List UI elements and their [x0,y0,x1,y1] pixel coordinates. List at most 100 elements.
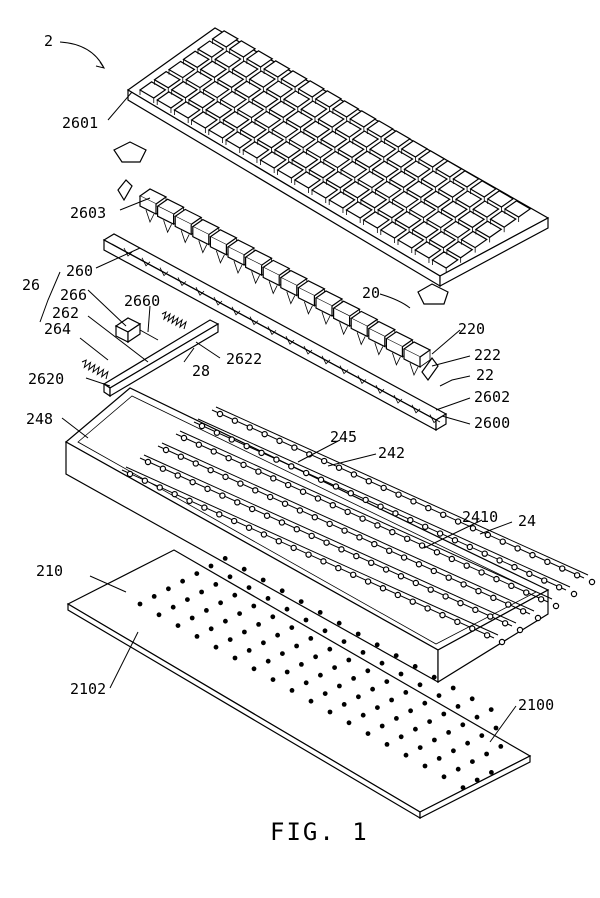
plate-dot [336,620,342,626]
keycap [216,70,245,89]
rail-bead [347,490,354,497]
rail-bead [210,448,217,455]
keycap [328,191,356,209]
rail-bead [231,417,239,424]
plate-dot [237,611,243,616]
rail-bead [180,434,188,442]
keycap [167,60,196,79]
plate-dot [189,615,195,621]
plate-dot [341,702,347,707]
plate-dot [175,623,181,628]
rail-bead [368,559,375,567]
plate-dot [199,589,205,595]
plate-dot [327,709,333,715]
keycap [437,180,466,198]
plate-dot [241,566,247,572]
rail-bead [270,475,277,482]
rail-bead [371,540,378,548]
plate-dot [156,612,162,618]
rail-bead [379,585,387,592]
plate-dot [455,704,461,709]
label-2660: 2660 [124,292,160,310]
rail-bead [248,505,256,513]
keycap [489,210,517,228]
plate-dot [279,588,285,594]
keycap [414,241,442,259]
plate-dot [484,751,489,757]
rail-bead [404,535,411,543]
keycap [359,190,388,209]
rail-bead [386,547,393,555]
plate-dot [289,688,295,693]
plate-dot [403,690,409,695]
rail-bead [314,495,322,502]
label-210: 210 [36,562,63,580]
plate-dot [280,651,285,656]
keycap [268,100,296,119]
plate-dot [365,731,371,736]
label-2102: 2102 [70,680,106,698]
keycap [331,100,360,118]
label-2602: 2602 [474,388,510,406]
label-24: 24 [518,512,536,530]
plate-dot [417,682,423,688]
plate-dot [284,606,290,612]
plate-dot [232,655,238,661]
keycap [452,170,480,188]
plate-dot [166,586,171,592]
plate-dot [322,628,328,634]
rail-bead [466,543,474,551]
plate-dot [360,712,366,718]
rail-bead [335,564,342,572]
base-plate [66,549,532,820]
keycap [503,200,532,218]
rail-bead [570,590,578,598]
keycap [248,70,277,88]
rail-bead [222,473,229,481]
rail-bead [329,502,336,509]
keycap [228,40,257,58]
plate-dot [355,631,361,637]
plate-dot [270,614,276,620]
rail-bead [162,446,170,454]
rail-bead [284,481,292,489]
rail-bead [291,444,298,451]
keycap [204,100,233,119]
plate-dot [204,608,209,613]
plate-dot [488,707,494,712]
keycap [282,90,311,108]
keycap [280,70,308,88]
plate-dot [470,759,475,764]
rail-bead [246,424,253,431]
rail-bead [498,638,506,646]
plate-dot [284,669,290,675]
rail-bead [534,614,542,622]
plate-dot [417,745,423,750]
rail-bead [409,598,416,605]
rail-bead [317,476,325,483]
plate-dot [227,574,233,580]
rail-bead [469,625,476,632]
keycap [207,121,236,139]
rail-bead [472,606,479,614]
label-2600: 2600 [474,414,510,432]
rail-bead [364,578,372,585]
label-264: 264 [44,320,71,338]
rail-bead [323,539,330,546]
plate-dot [213,644,219,650]
keycap [396,231,425,249]
keycap [265,80,294,98]
rail-bead [365,478,372,485]
keycap [345,201,373,219]
plate-dot [403,752,409,758]
keycap [374,180,402,199]
rail-bead [341,527,348,534]
plate-dot [256,622,261,627]
plate-dot [308,698,314,704]
plate-dot [137,601,143,607]
plate-dot [351,676,356,681]
rail-bead [573,572,581,579]
keycap [337,140,365,159]
clip-left [117,179,133,202]
